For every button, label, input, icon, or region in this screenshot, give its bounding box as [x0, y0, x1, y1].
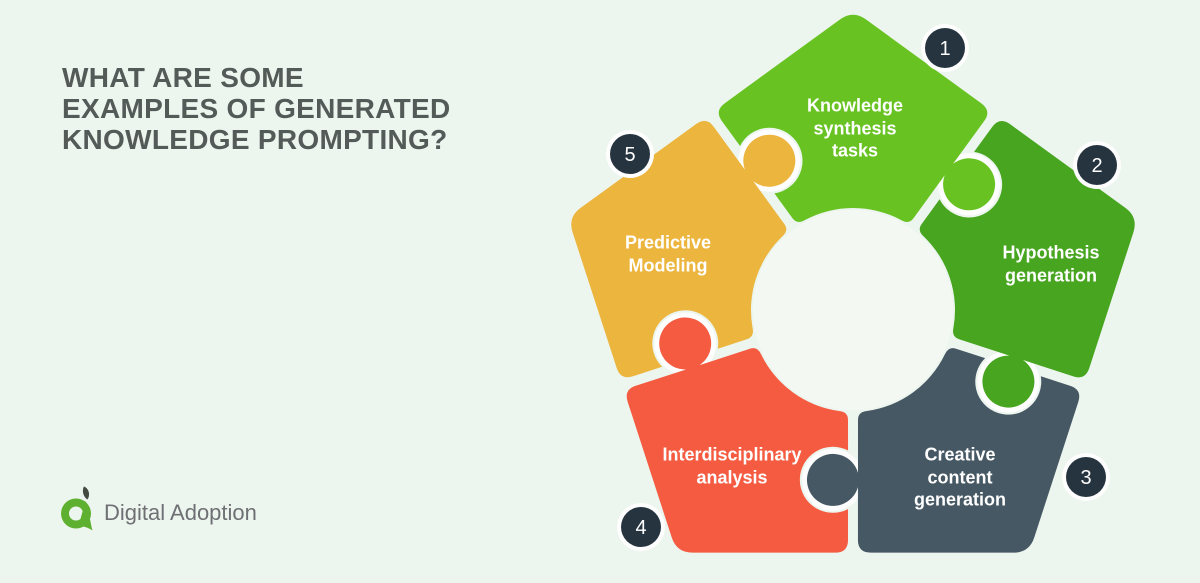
puzzle-piece-1: [718, 14, 1001, 222]
logo-leaf-icon: [82, 486, 90, 500]
badge-number: 4: [635, 517, 646, 539]
badge-number: 1: [939, 38, 950, 60]
badge-number: 5: [624, 144, 635, 166]
badge-circle: [621, 507, 661, 547]
puzzle-piece-3: [789, 302, 1136, 583]
piece-label-predictive-modeling: Predictive Modeling: [624, 232, 712, 276]
puzzle-piece-4: [564, 297, 910, 583]
step-badge-1: 1: [921, 24, 969, 72]
step-badge-3: 3: [1062, 453, 1110, 501]
step-badge-5: 5: [606, 130, 654, 178]
badge-number: 3: [1080, 467, 1091, 489]
badge-circle: [1077, 145, 1117, 185]
badge-number: 2: [1091, 155, 1102, 177]
logo-a-tail: [78, 501, 93, 531]
brand-name: Digital Adoption: [104, 500, 257, 525]
piece-label-interdisciplinary-analysis: Interdisciplinary analysis: [662, 444, 802, 488]
badge-circle: [1066, 457, 1106, 497]
page-title: WHAT ARE SOME EXAMPLES OF GENERATED KNOW…: [62, 62, 451, 155]
badge-circle: [610, 134, 650, 174]
piece-label-knowledge-synthesis: Knowledge synthesis tasks: [806, 95, 904, 161]
step-badge-2: 2: [1073, 141, 1121, 189]
brand-logo-mark: [61, 486, 93, 531]
puzzle-piece-5: [530, 83, 814, 411]
piece-label-creative-content: Creative content generation: [913, 444, 1007, 510]
step-badge-4: 4: [617, 503, 665, 551]
piece-label-hypothesis-generation: Hypothesis generation: [1002, 242, 1100, 286]
puzzle-piece-2: [895, 91, 1178, 418]
badge-circle: [925, 28, 965, 68]
center-circle: [753, 210, 953, 410]
puzzle-pieces: [530, 14, 1178, 583]
brand-logo: Digital Adoption: [57, 486, 257, 532]
